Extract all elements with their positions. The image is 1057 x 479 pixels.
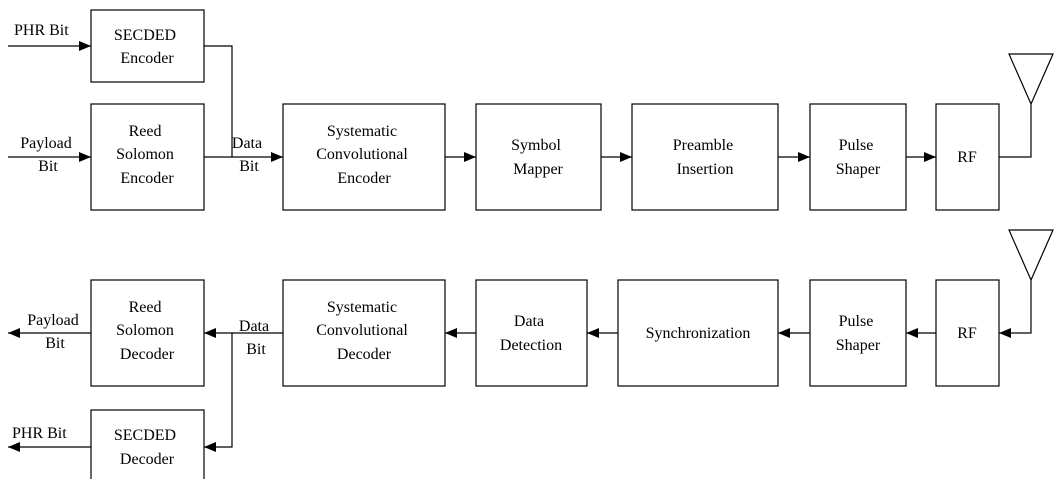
secded-encoder-label-2: Encoder — [120, 50, 174, 67]
rs-decoder-label-1: Reed — [129, 299, 162, 316]
svg-text:RF: RF — [957, 149, 977, 166]
secded-encoder-output-wire — [204, 45, 233, 157]
tx-data-bit-label-2: Bit — [239, 158, 259, 175]
pulse-shaper-tx-label-2: Shaper — [836, 161, 881, 178]
pulse-shaper-rx-label-1: Pulse — [839, 313, 874, 330]
rs-encoder-block: Reed Solomon Encoder — [90, 103, 205, 211]
sc-encoder-block: Systematic Convolutional Encoder — [282, 103, 446, 211]
svg-text:Payload Bit: Payload Bit — [20, 135, 76, 175]
symbol-mapper-label-2: Mapper — [513, 161, 563, 178]
svg-text:Systematic Convolution: Systematic Convolutional Decoder — [316, 299, 412, 363]
symbol-mapper-label-1: Symbol — [511, 137, 561, 154]
svg-text:Preamble Insertion: Preamble Insertion — [673, 137, 737, 178]
pulse-shaper-rx-label-2: Shaper — [836, 337, 881, 354]
sc-encoder-label-1: Systematic — [327, 123, 397, 140]
rf-tx-label: RF — [957, 149, 977, 166]
sc-decoder-block: Systematic Convolutional Decoder — [282, 279, 446, 387]
svg-text:Data Bit: Data Bit — [232, 135, 266, 175]
preamble-insertion-block: Preamble Insertion — [631, 103, 779, 211]
preamble-insertion-label-2: Insertion — [677, 161, 734, 178]
rf-to-tx-antenna-wire — [999, 104, 1032, 158]
rs-decoder-label-3: Decoder — [120, 346, 175, 363]
phr-bit-input-label: PHR Bit — [14, 22, 69, 39]
svg-text:Reed Solomon D: Reed Solomon Decoder — [116, 299, 178, 363]
receiver-chain: RF Pulse Shaper Synchronization Data Det… — [8, 229, 1054, 479]
secded-decoder-label-1: SECDED — [114, 427, 176, 444]
rs-decoder-label-2: Solomon — [116, 322, 174, 339]
svg-text:Pulse Shaper: Pulse Shaper — [836, 137, 881, 178]
tx-antenna-icon — [1008, 53, 1054, 106]
svg-text:Synchronization: Synchronization — [646, 325, 751, 342]
svg-text:Data Detection: Data Detection — [500, 313, 562, 354]
svg-text:Pulse Shaper: Pulse Shaper — [836, 313, 881, 354]
payload-output-label-2: Bit — [45, 335, 65, 352]
pulse-shaper-tx-block: Pulse Shaper — [809, 103, 907, 211]
sc-encoder-label-2: Convolutional — [316, 146, 408, 163]
svg-text:Reed Solomon E: Reed Solomon Encoder — [116, 123, 178, 187]
sc-decoder-label-1: Systematic — [327, 299, 397, 316]
secded-decoder-block: SECDED Decoder — [90, 409, 205, 479]
data-detection-label-1: Data — [514, 313, 544, 330]
data-detection-label-2: Detection — [500, 337, 562, 354]
rs-encoder-label-1: Reed — [129, 123, 162, 140]
preamble-insertion-label-1: Preamble — [673, 137, 733, 154]
synchronization-block: Synchronization — [617, 279, 779, 387]
rf-rx-label: RF — [957, 325, 977, 342]
sc-decoder-label-2: Convolutional — [316, 322, 408, 339]
sc-encoder-label-3: Encoder — [337, 170, 391, 187]
secded-encoder-label-1: SECDED — [114, 27, 176, 44]
rs-decoder-block: Reed Solomon Decoder — [90, 279, 205, 387]
symbol-mapper-block: Symbol Mapper — [475, 103, 602, 211]
rx-antenna-icon — [1008, 229, 1054, 282]
svg-text:SECDED Encoder: SECDED Encoder — [114, 27, 180, 67]
pulse-shaper-tx-label-1: Pulse — [839, 137, 874, 154]
rx-antenna-to-rf-arrow — [999, 280, 1032, 338]
sc-decoder-label-3: Decoder — [337, 346, 392, 363]
phr-bit-output-label: PHR Bit — [12, 425, 67, 442]
svg-text:Systematic Convolution: Systematic Convolutional Encoder — [316, 123, 412, 187]
tx-data-bit-label-1: Data — [232, 135, 262, 152]
decoder-to-secded-arrow — [204, 333, 233, 452]
rs-encoder-label-3: Encoder — [120, 170, 174, 187]
pulse-shaper-rx-block: Pulse Shaper — [809, 279, 907, 387]
payload-output-label-1: Payload — [27, 312, 79, 329]
transmitter-chain: SECDED Encoder Reed Solomon Encoder Syst… — [8, 9, 1054, 211]
secded-encoder-block: SECDED Encoder — [90, 9, 205, 83]
rx-data-bit-label-1: Data — [239, 318, 269, 335]
svg-text:SECDED Decoder: SECDED Decoder — [114, 427, 180, 468]
rf-rx-block: RF — [935, 279, 1000, 387]
payload-input-label-1: Payload — [20, 135, 72, 152]
rx-data-bit-label-2: Bit — [246, 341, 266, 358]
rs-encoder-label-2: Solomon — [116, 146, 174, 163]
svg-text:Symbol Mapper: Symbol Mapper — [511, 137, 565, 178]
svg-text:Payload Bit: Payload Bit — [27, 312, 83, 352]
secded-decoder-label-2: Decoder — [120, 451, 175, 468]
payload-input-label-2: Bit — [38, 158, 58, 175]
synchronization-label: Synchronization — [646, 325, 751, 342]
svg-text:Data Bit: Data Bit — [239, 318, 273, 358]
data-detection-block: Data Detection — [475, 279, 588, 387]
rf-tx-block: RF — [935, 103, 1000, 211]
svg-text:RF: RF — [957, 325, 977, 342]
